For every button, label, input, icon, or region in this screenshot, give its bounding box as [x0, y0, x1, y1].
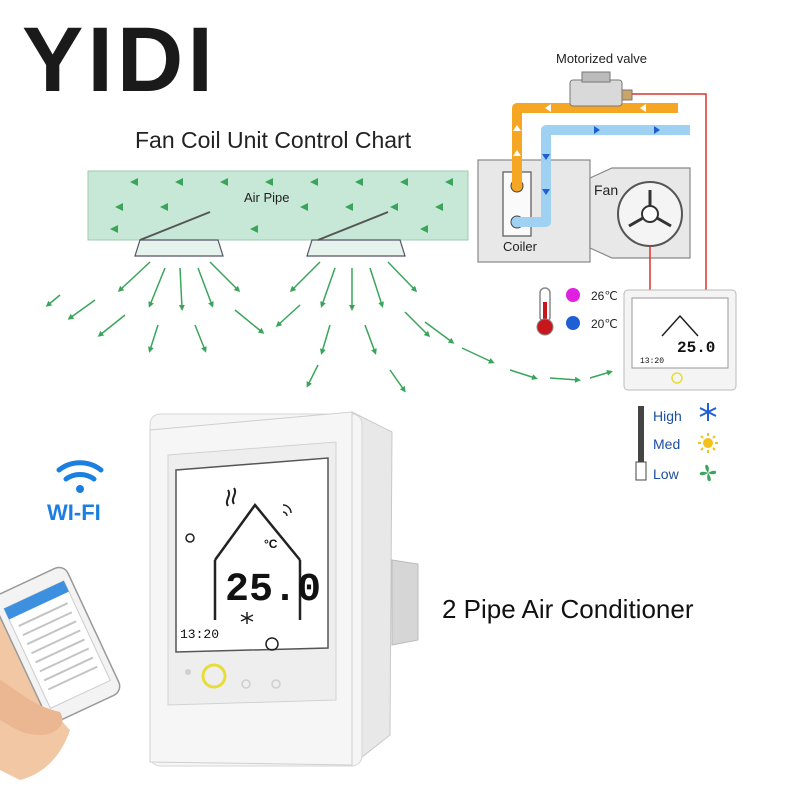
small-thermostat: 25.0 13:20	[623, 289, 737, 391]
large-thermostat-snow-icon	[240, 612, 254, 624]
diffuser-right	[306, 211, 406, 257]
diagram-title: Fan Coil Unit Control Chart	[135, 127, 412, 153]
fan-label: Fan	[594, 182, 619, 198]
large-thermostat: 25.0 °C 13:20	[149, 411, 419, 767]
hot-indicator-dot	[566, 288, 580, 302]
cold-indicator-dot	[566, 316, 580, 330]
air-pipe-label: Air Pipe	[244, 190, 290, 205]
wifi-icon	[56, 460, 104, 493]
sun-icon	[698, 433, 718, 453]
diffuser-left	[134, 211, 224, 257]
air-flow-arrows	[110, 178, 453, 233]
air-pipe	[87, 170, 469, 241]
thermometer-icon	[536, 287, 554, 336]
motorized-valve	[569, 71, 633, 107]
large-thermostat-clock-icon	[265, 637, 279, 651]
speed-high-label: High	[653, 408, 682, 424]
fan	[589, 167, 691, 259]
product-caption: 2 Pipe Air Conditioner	[442, 594, 694, 624]
cold-temperature: 20℃	[591, 317, 618, 331]
motorized-valve-label: Motorized valve	[556, 51, 648, 66]
small-thermostat-temp: 25.0	[677, 339, 715, 357]
hot-water-pipe	[512, 103, 678, 186]
coiler-label: Coiler	[503, 239, 537, 254]
control-wires	[632, 93, 707, 290]
fan-speed-slider	[635, 406, 647, 481]
brand-logo: YIDI	[22, 9, 217, 111]
large-thermostat-time: 13:20	[180, 627, 219, 642]
speed-low-label: Low	[653, 466, 679, 482]
cold-water-pipe	[517, 125, 690, 227]
smartphone-hand	[0, 566, 121, 780]
small-thermostat-time: 13:20	[640, 357, 664, 366]
speed-med-label: Med	[653, 436, 681, 452]
large-thermostat-temp: 25.0	[225, 568, 321, 613]
hot-temperature: 26℃	[591, 289, 618, 303]
large-thermostat-unit: °C	[264, 537, 278, 551]
dispersed-air-arrows	[45, 261, 613, 393]
fan-blade-icon	[699, 464, 717, 482]
snowflake-icon	[699, 403, 717, 421]
power-button-ring	[201, 663, 227, 689]
wifi-label: WI-FI	[47, 500, 101, 525]
